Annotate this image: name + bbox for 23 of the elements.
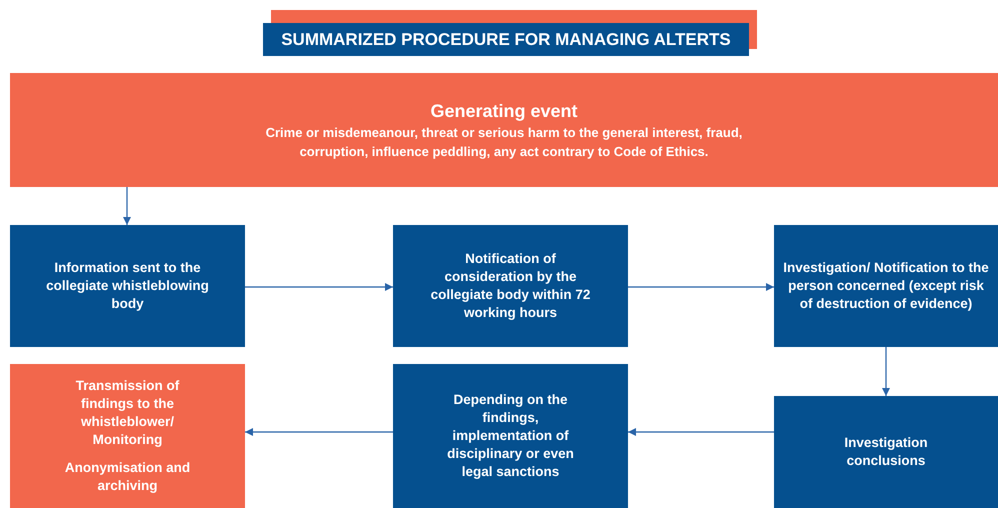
process-box bbox=[10, 364, 245, 508]
process-box bbox=[393, 364, 628, 508]
process-box bbox=[10, 225, 245, 347]
diagram-title: SUMMARIZED PROCEDURE FOR MANAGING ALTERTS bbox=[263, 23, 749, 56]
arrow bbox=[123, 187, 131, 225]
arrow bbox=[882, 347, 890, 396]
step-text: Depending on the findings, implementation of disciplinary or even legal sanctions bbox=[446, 391, 575, 481]
arrow bbox=[245, 283, 393, 291]
arrow bbox=[628, 428, 774, 436]
event-description: Crime or misdemeanour, threat or serious harm to the general interest, fraud, corruption, influence peddling, any act contrary to Code of Ethics. bbox=[264, 124, 744, 161]
event-heading: Generating event bbox=[430, 100, 578, 123]
step-text: Transmission of findings to the whistleblower/ Monitoring bbox=[74, 377, 180, 449]
event-banner bbox=[10, 73, 998, 187]
step-text: Information sent to the collegiate whistleblowing body bbox=[45, 259, 210, 313]
step-text: Anonymisation and archiving bbox=[64, 459, 192, 495]
process-box bbox=[774, 396, 998, 508]
process-box bbox=[393, 225, 628, 347]
process-box bbox=[774, 225, 998, 347]
arrow bbox=[245, 428, 393, 436]
step-text: Investigation conclusions bbox=[843, 434, 929, 470]
arrow bbox=[628, 283, 774, 291]
step-text: Notification of consideration by the collegiate body within 72 working hours bbox=[430, 250, 592, 322]
step-text: Investigation/ Notification to the person concerned (except risk of destruction of evidence) bbox=[782, 259, 990, 313]
